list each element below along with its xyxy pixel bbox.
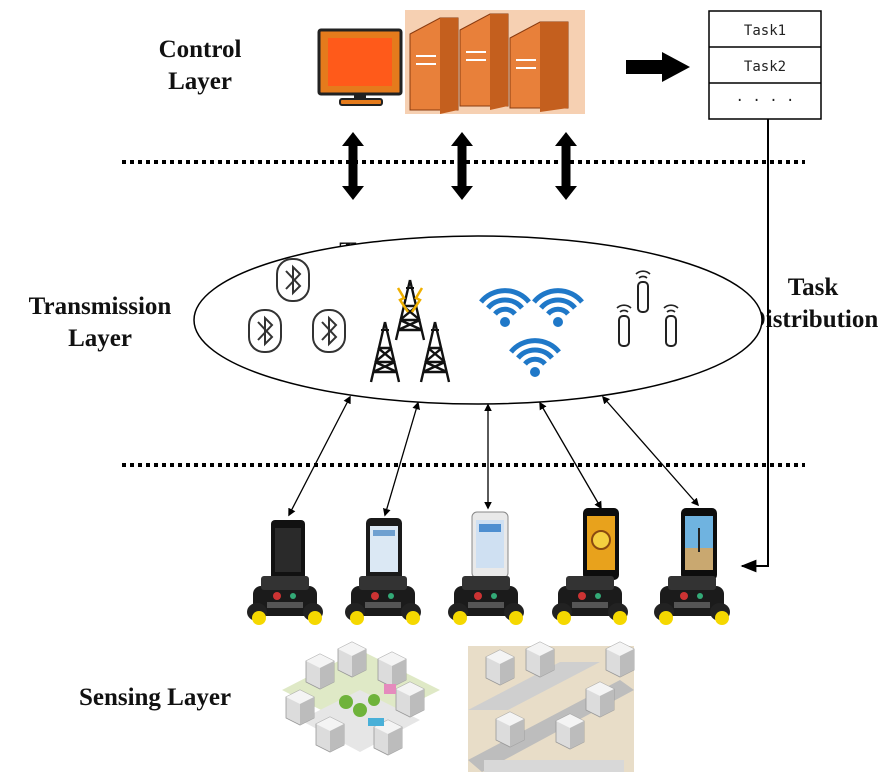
bluetooth-icon [248,309,282,353]
sensing-layer-label: Sensing Layer [78,684,232,711]
server-icon [405,10,585,114]
task-distribution-line [740,119,769,573]
bluetooth-icon [312,309,346,353]
connection-arrows [288,395,700,517]
bluetooth-icon [276,258,310,302]
double-arrows [342,132,577,200]
cell-tower-icon [369,278,451,384]
task-item: · · · · [735,93,794,109]
task-arrow [626,52,690,82]
monitor-icon [317,28,403,106]
street-illustration [468,641,635,772]
task-list: Task1 Task2 · · · · [708,10,822,120]
smartphone-icon [271,508,717,582]
robot-car-icon [247,576,730,625]
task-item: Task1 [744,23,786,39]
network-ellipse [193,235,763,405]
task-item: Task2 [744,59,786,75]
city-illustration [282,641,440,756]
